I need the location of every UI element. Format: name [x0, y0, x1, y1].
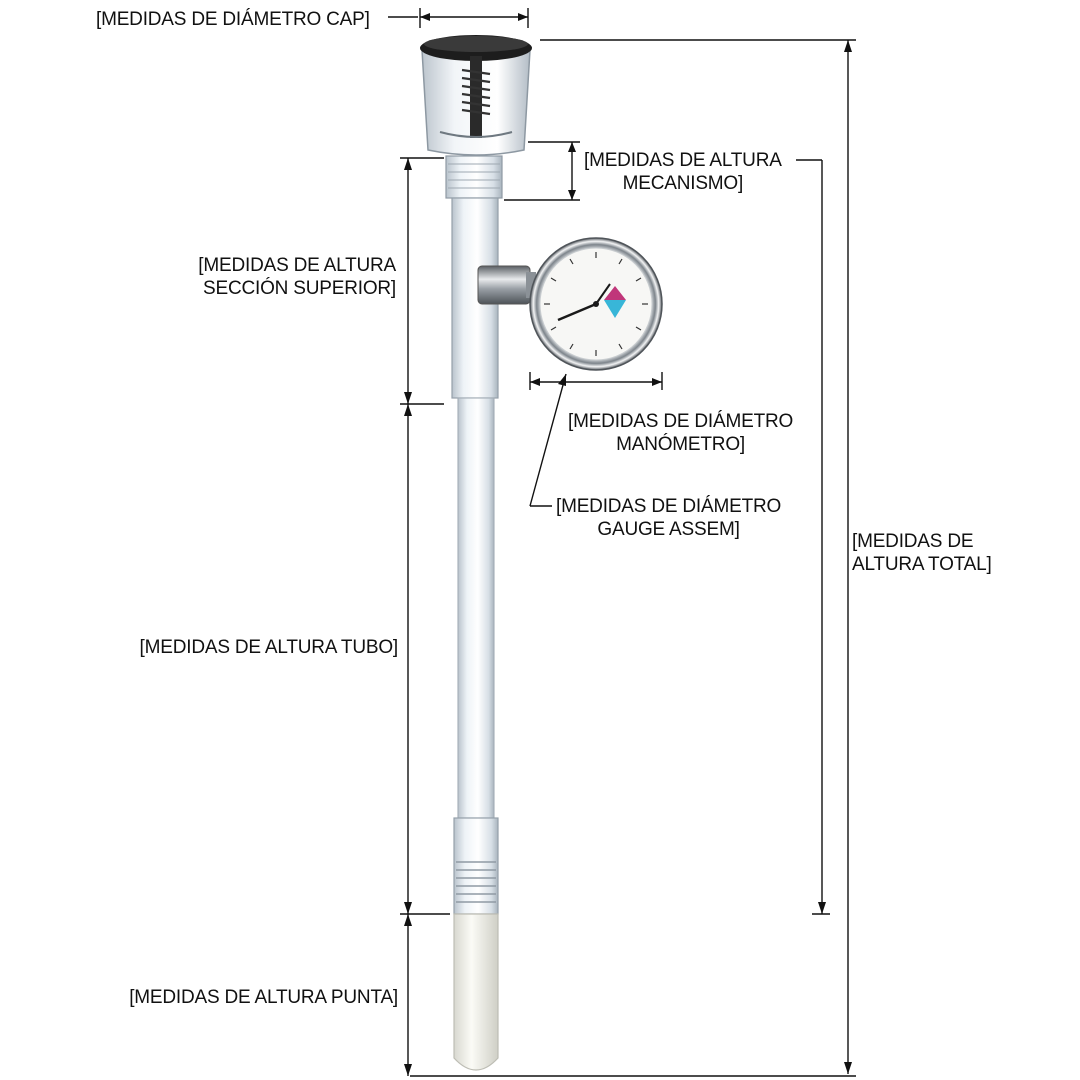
gauge-assem-diameter-label: [MEDIDAS DE DIÁMETRO GAUGE ASSEM]: [556, 495, 781, 541]
gauge-assem-leader: [529, 373, 567, 507]
gauge-ticks: [544, 252, 648, 356]
lower-coupling: [453, 817, 499, 915]
gauge-assem-diameter-label-line2: GAUGE ASSEM]: [597, 519, 740, 540]
ceramic-tip: [453, 913, 499, 1071]
tensiometer-body: [420, 35, 663, 1071]
tube-height-label: [MEDIDAS DE ALTURA TUBO]: [139, 637, 399, 658]
mechanism-height-label: [MEDIDAS DE ALTURA MECANISMO]: [584, 149, 782, 195]
spring: [461, 68, 491, 116]
mechanism-height-label-line2: MECANISMO]: [622, 173, 744, 194]
gauge-diameter-label-line2: MANÓMETRO]: [616, 434, 745, 455]
upper-section-height-label: [MEDIDAS DE ALTURA SECCIÓN SUPERIOR]: [198, 254, 396, 300]
gauge-diameter-label: [MEDIDAS DE DIÁMETRO MANÓMETRO]: [568, 410, 793, 456]
gauge-logo-icon: [604, 300, 626, 318]
gauge-assem-diameter-label-line1: [MEDIDAS DE DIÁMETRO: [556, 496, 782, 517]
cap-diameter-label: [MEDIDAS DE DIÁMETRO CAP]: [96, 9, 370, 30]
total-height-label: [MEDIDAS DE ALTURA TOTAL]: [852, 530, 992, 576]
total-height-label-line1: [MEDIDAS DE: [852, 531, 974, 552]
upper-section-height-label-line1: [MEDIDAS DE ALTURA: [198, 255, 396, 276]
mechanism-height-label-line1: [MEDIDAS DE ALTURA: [584, 150, 782, 171]
dimension-lines: [388, 8, 856, 1077]
main-tube: [457, 397, 495, 819]
arrowheads: [404, 13, 852, 1076]
upper-section-height-label-line2: SECCIÓN SUPERIOR]: [203, 278, 396, 299]
pressure-gauge: [529, 237, 663, 371]
gauge-fitting: [477, 265, 531, 305]
total-height-label-line2: ALTURA TOTAL]: [852, 554, 992, 575]
mechanism-coupling: [445, 155, 503, 199]
gauge-diameter-label-line1: [MEDIDAS DE DIÁMETRO: [568, 411, 794, 432]
tip-height-label: [MEDIDAS DE ALTURA PUNTA]: [129, 987, 398, 1008]
gauge-needle: [557, 302, 597, 322]
